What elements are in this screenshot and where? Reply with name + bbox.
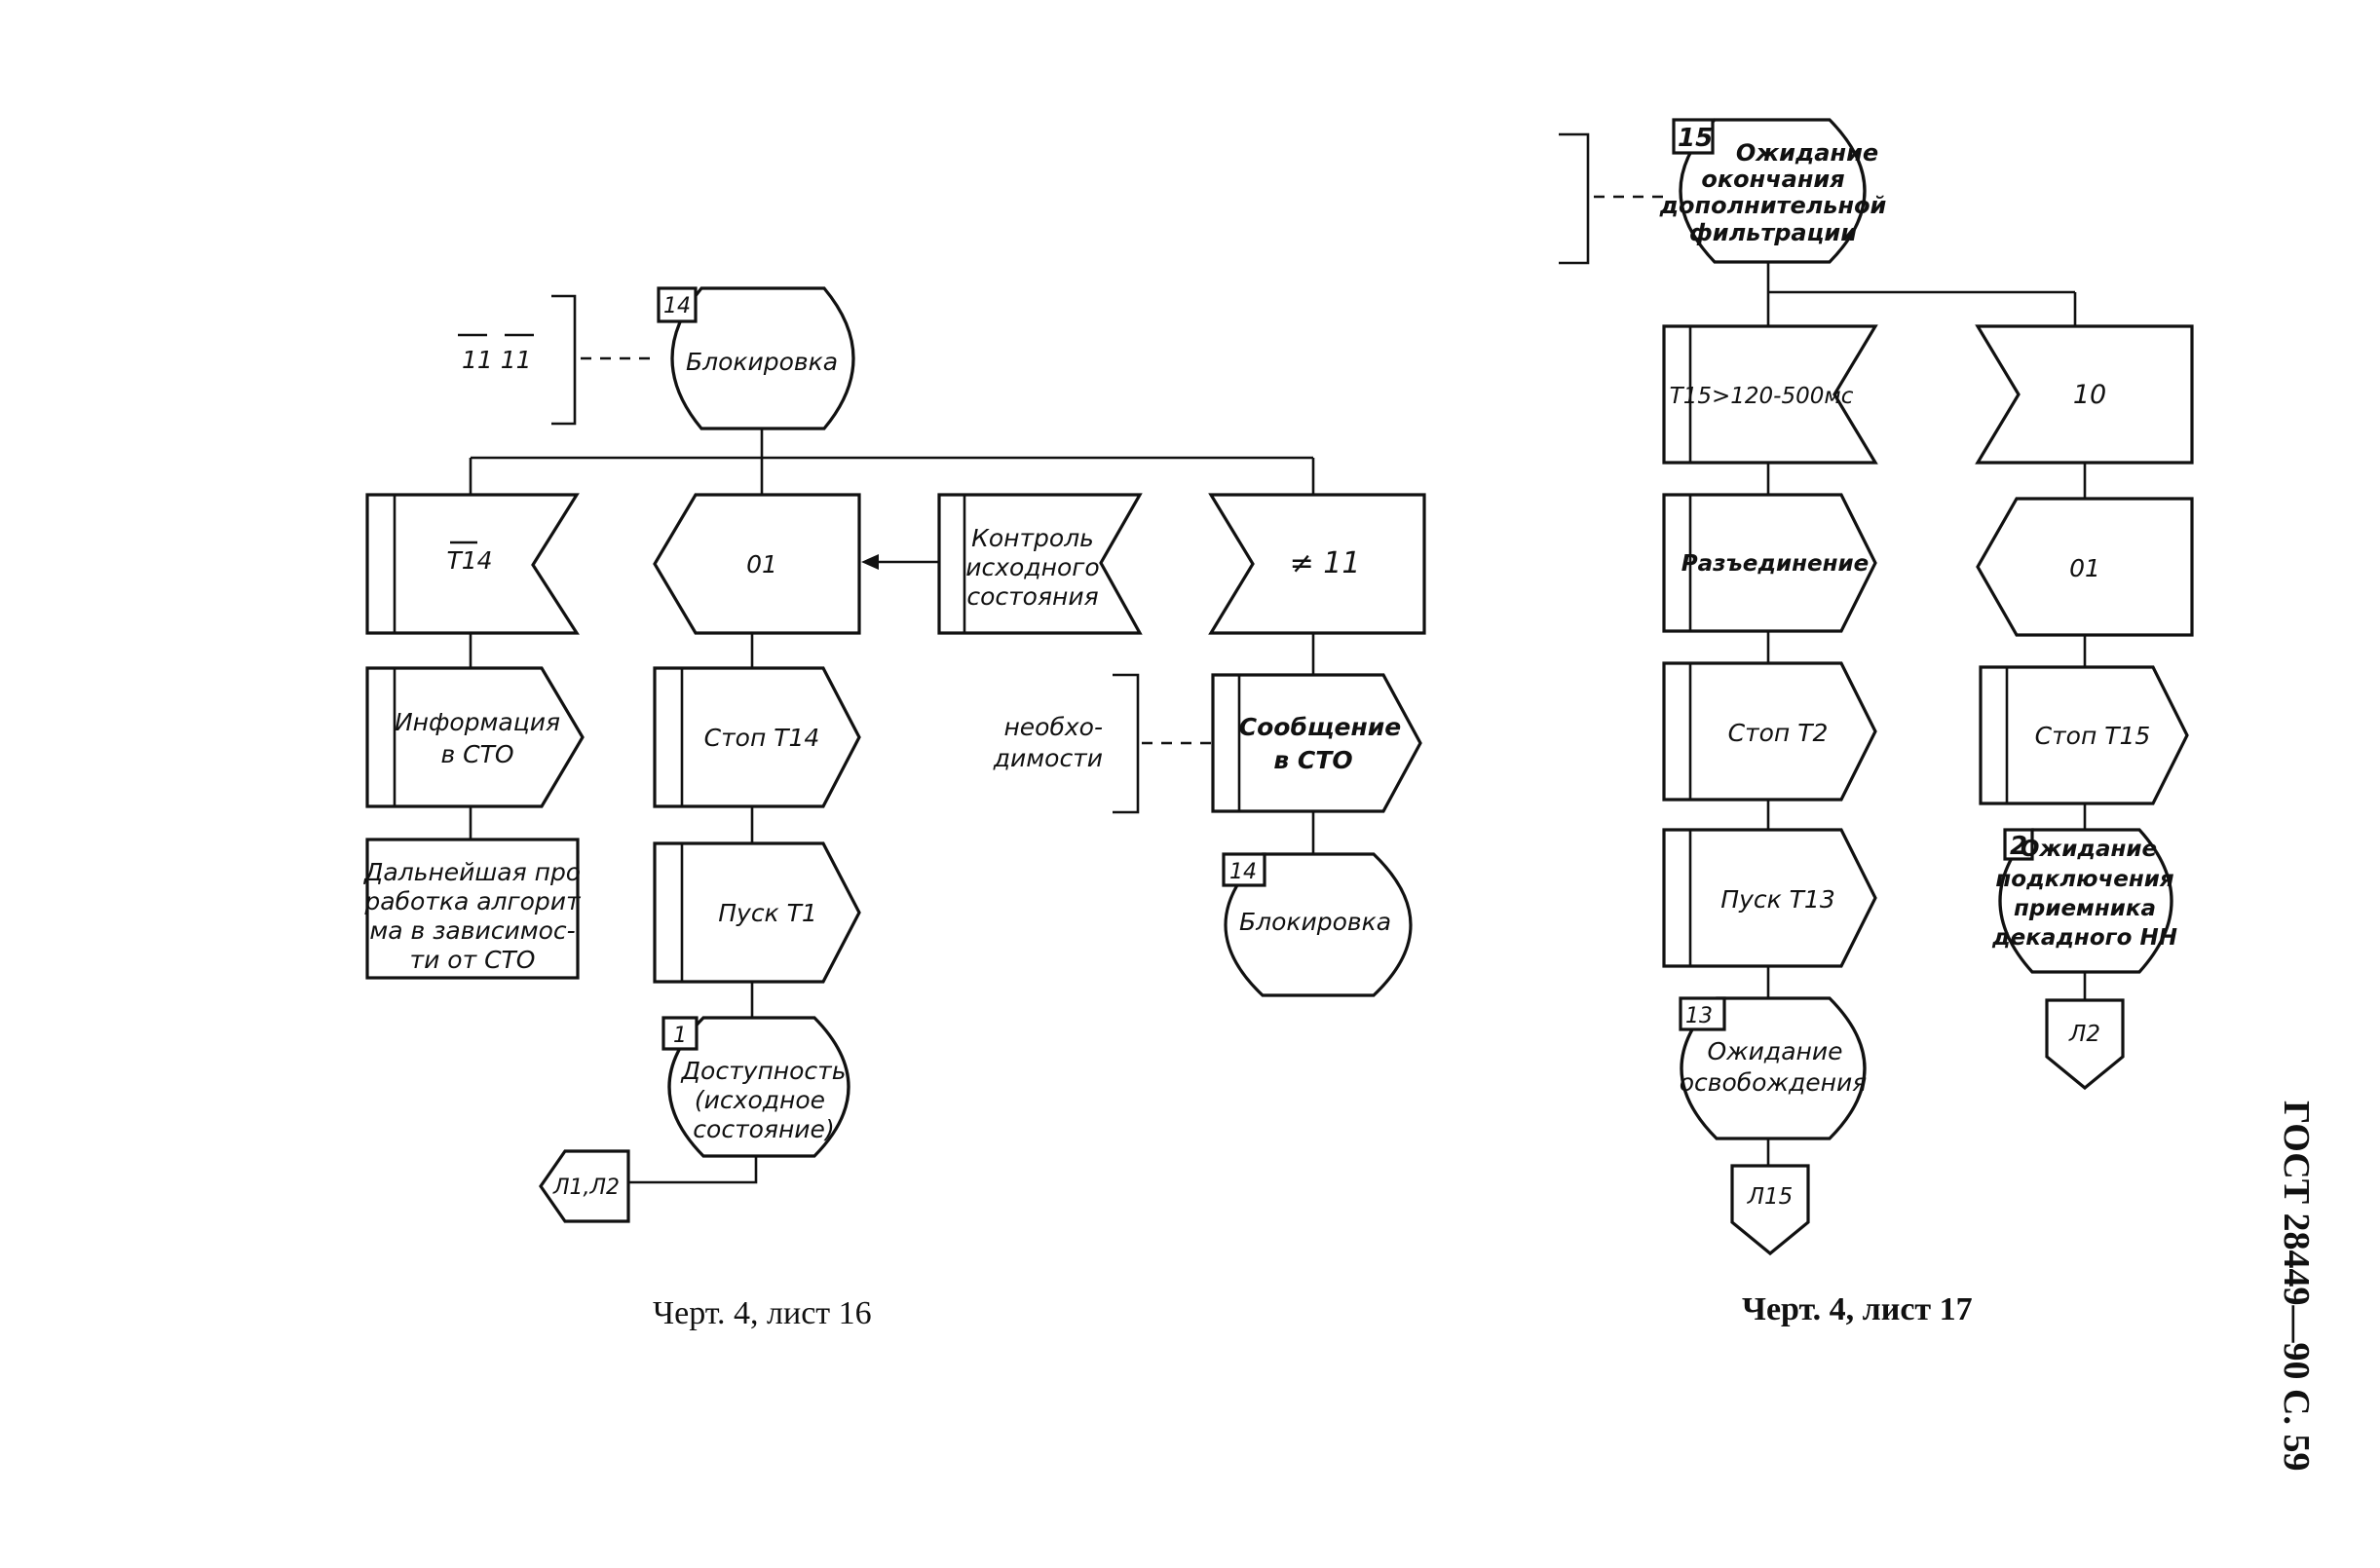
not-11-label: ≠ 11 [1290, 546, 1361, 580]
info-sto-block: Информация в СТО [365, 666, 585, 808]
t15-condition-label: Т15>120-500мс [1670, 384, 1854, 409]
control-initial-line-3: состояния [966, 582, 1098, 611]
start-t1-block: Пуск Т1 [653, 841, 861, 984]
sheet-17: 15 Ожидание окончания дополнительной фил… [1559, 118, 2194, 1327]
sheet-17-caption: Черт. 4, лист 17 [1742, 1291, 1973, 1327]
state-13-block: 13 Ожидание освобождения [1679, 996, 1868, 1140]
control-initial-line-1: Контроль [971, 524, 1094, 552]
connector-l1-l2-label: Л1,Л2 [552, 1176, 620, 1200]
start-t13-block: Пуск Т13 [1662, 828, 1877, 968]
further-processing-line-1: Дальнейшая про [363, 858, 581, 886]
state-2-number: 2 [2010, 832, 2027, 861]
t14-signal-block: T14 [365, 493, 580, 635]
stop-t14-block: Стоп Т14 [653, 666, 861, 808]
necessity-line-1: необхо- [1003, 713, 1103, 741]
input-11-text: 11 11 [462, 346, 532, 374]
state-15-line-4: фильтрации [1689, 219, 1857, 246]
state-2-line-4: декадного НН [1991, 925, 2177, 951]
state-14-end-block: 14 Блокировка [1222, 852, 1413, 997]
state-2-line-1: Ожидание [2021, 837, 2157, 862]
connector-l2: Л2 [2045, 998, 2125, 1091]
state-1-number: 1 [673, 1024, 687, 1048]
state-1-line-1: Доступность [681, 1057, 847, 1085]
state-2-line-2: подключения [1995, 867, 2173, 892]
not-11-block: ≠ 11 [1208, 493, 1426, 635]
state-1-line-2: (исходное [695, 1086, 825, 1114]
disconnect-label: Разъединение [1681, 551, 1869, 577]
state-1-line-3: состояние) [693, 1115, 834, 1143]
further-processing-line-2: работка алгорит [363, 887, 582, 915]
state-1-block: 1 Доступность (исходное состояние) [661, 1016, 850, 1158]
state-13-number: 13 [1685, 1004, 1713, 1028]
state-14-block: 14 Блокировка [657, 286, 855, 430]
info-sto-line-2: в СТО [440, 740, 513, 768]
state-14-end-label: Блокировка [1239, 908, 1391, 936]
state-15-block: 15 Ожидание окончания дополнительной фил… [1659, 118, 1887, 264]
state-13-line-2: освобождения [1680, 1068, 1868, 1097]
disconnect-block: Разъединение [1662, 493, 1877, 633]
state-2-block: 2 Ожидание подключения приемника декадно… [1991, 828, 2177, 974]
stop-t15-label: Стоп Т15 [2035, 722, 2151, 750]
in-10-label: 10 [2073, 380, 2106, 410]
t15-condition-block: Т15>120-500мс [1662, 324, 1878, 465]
necessity-line-2: димости [993, 744, 1103, 772]
stop-t14-label: Стоп Т14 [704, 724, 820, 752]
stop-t2-block: Стоп Т2 [1662, 661, 1877, 802]
start-t1-label: Пуск Т1 [718, 899, 817, 927]
state-2-line-3: приемника [2014, 896, 2156, 921]
necessity-comment: необхо- димости [993, 673, 1213, 814]
state-13-line-1: Ожидание [1707, 1037, 1842, 1065]
state-14-label: Блокировка [686, 348, 838, 376]
state-15-line-2: окончания [1701, 166, 1844, 193]
state-14-number: 14 [663, 294, 691, 318]
connector-l15: Л15 [1730, 1164, 1810, 1256]
start-t13-label: Пуск Т13 [1720, 885, 1834, 914]
stop-t15-block: Стоп Т15 [1979, 665, 2189, 805]
further-processing-block: Дальнейшая про работка алгорит ма в зави… [363, 838, 582, 980]
state-15-line-1: Ожидание [1736, 139, 1878, 167]
state-15-number: 15 [1678, 124, 1713, 153]
further-processing-line-4: ти от СТО [410, 946, 536, 974]
connector-l2-label: Л2 [2068, 1022, 2100, 1047]
out-01-17-block: 01 [1976, 497, 2194, 637]
info-sto-line-1: Информация [395, 708, 560, 736]
control-initial-block: Контроль исходного состояния [937, 493, 1143, 635]
message-sto-line-1: Сообщение [1239, 713, 1402, 741]
sheet-16: 11 11 14 Блокировка T14 Инфо [363, 286, 1426, 1331]
out-01-17-label: 01 [2069, 554, 2100, 582]
further-processing-line-3: ма в зависимос- [369, 916, 575, 945]
sheet-16-caption: Черт. 4, лист 16 [653, 1295, 872, 1331]
state-15-line-3: дополнительной [1659, 192, 1887, 219]
control-initial-line-2: исходного [965, 553, 1099, 581]
message-sto-line-2: в СТО [1273, 746, 1352, 774]
stop-t2-label: Стоп Т2 [1728, 719, 1829, 747]
out-01-block: 01 [653, 493, 861, 635]
connector-l1-l2: Л1,Л2 [539, 1149, 630, 1223]
in-10-block: 10 [1975, 324, 2194, 465]
t14-signal-label: T14 [446, 546, 492, 575]
state-14-end-number: 14 [1229, 860, 1257, 884]
side-label: ГОСТ 28449—90 С. 59 [2276, 1101, 2317, 1471]
message-sto-block: Сообщение в СТО [1211, 673, 1422, 813]
input-11-comment: 11 11 [458, 294, 659, 426]
out-01-label: 01 [746, 550, 777, 579]
connector-l15-label: Л15 [1747, 1184, 1794, 1210]
